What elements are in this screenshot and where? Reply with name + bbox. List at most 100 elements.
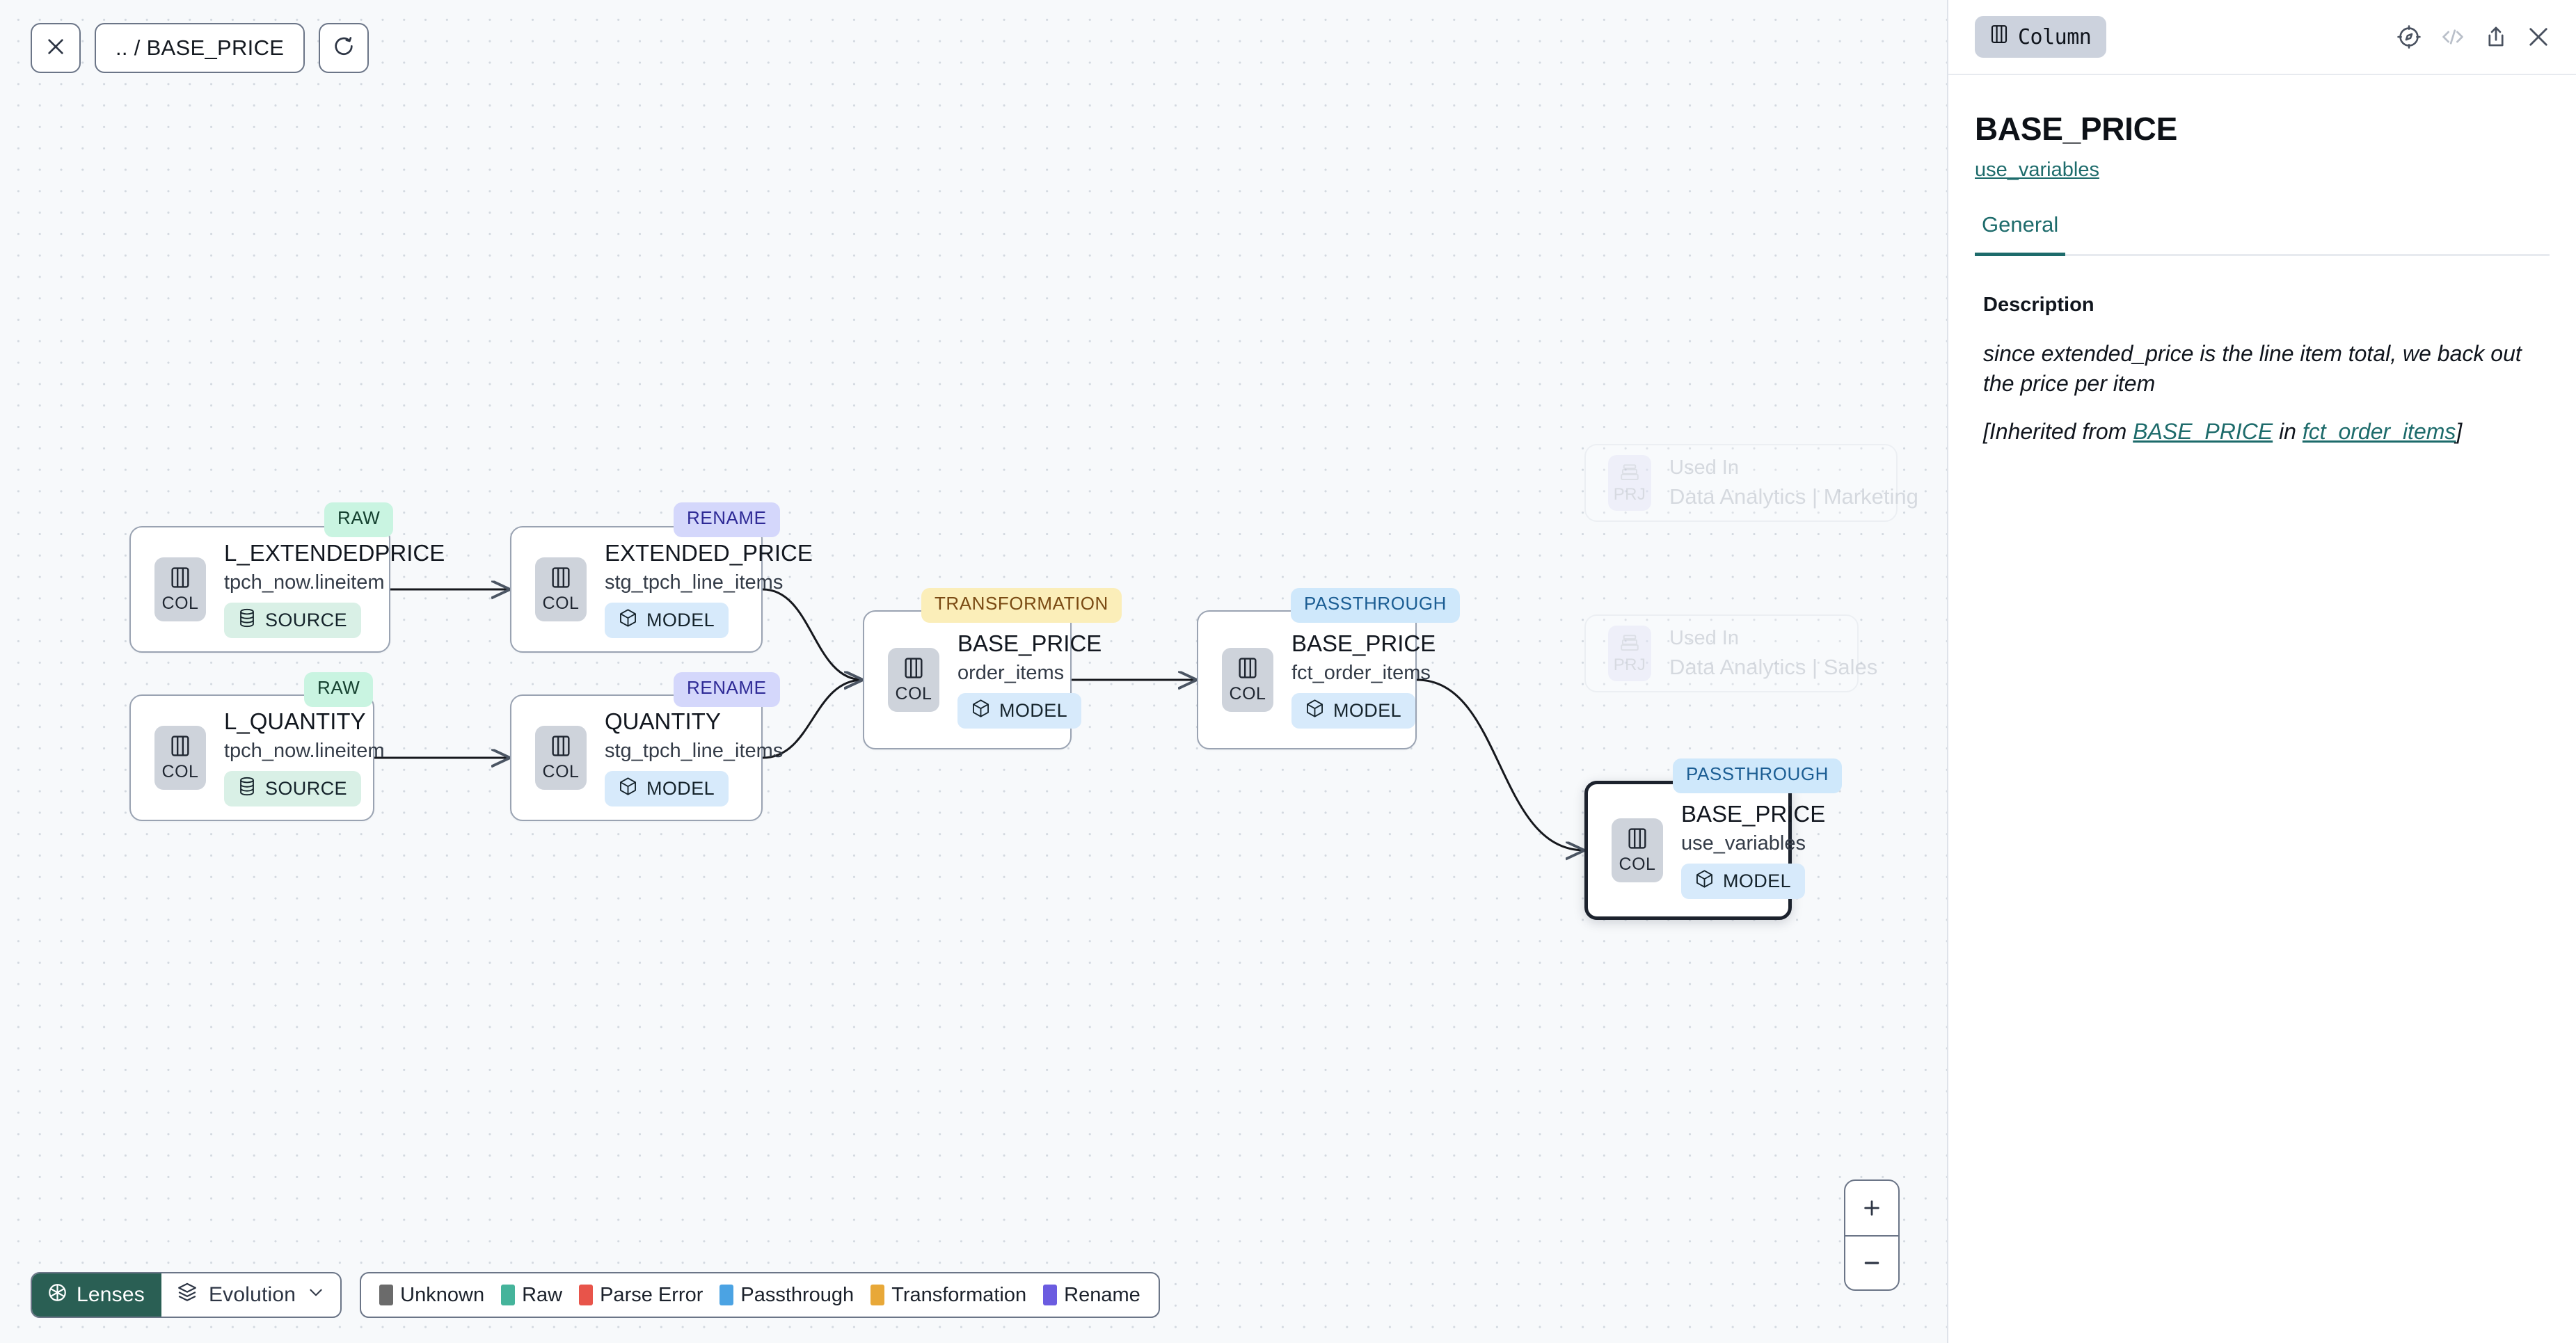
page-title: BASE_PRICE xyxy=(1975,111,2177,147)
node-subtitle: stg_tpch_line_items xyxy=(605,740,784,763)
panel-header: Column xyxy=(1948,0,2576,75)
node-kind-label: SOURCE xyxy=(265,777,347,799)
database-icon xyxy=(238,608,256,633)
node-kind-label: MODEL xyxy=(1723,870,1792,891)
share-icon[interactable] xyxy=(2484,25,2508,49)
chevron-down-icon xyxy=(307,1283,325,1307)
close-button[interactable] xyxy=(31,23,81,73)
col-chip-label: COL xyxy=(161,762,199,782)
col-chip-label: COL xyxy=(161,594,199,614)
used-in-label: Used In xyxy=(1669,627,1739,649)
legend-item[interactable]: Transformation xyxy=(870,1284,1026,1307)
column-icon xyxy=(1627,827,1648,854)
node-kind-badge: SOURCE xyxy=(224,602,361,638)
used-in-value: Data Analytics | Marketing xyxy=(1669,484,1918,509)
node-kind-label: MODEL xyxy=(999,699,1068,721)
used-in-label: Used In xyxy=(1669,456,1739,479)
node-kind-label: MODEL xyxy=(646,609,715,630)
inherited-note: [Inherited from BASE_PRICE in fct_order_… xyxy=(1983,417,2540,447)
col-chip: COL xyxy=(154,557,206,621)
compass-icon[interactable] xyxy=(2396,24,2422,49)
node-kind-badge: SOURCE xyxy=(224,770,361,806)
lineage-canvas[interactable]: .. / BASE_PRICE xyxy=(0,0,1947,1343)
legend-label: Raw xyxy=(522,1283,563,1306)
parent-model-link[interactable]: use_variables xyxy=(1975,159,2099,181)
aperture-icon xyxy=(47,1282,67,1308)
inherited-middle: in xyxy=(2273,419,2303,445)
legend-swatch xyxy=(870,1285,885,1305)
close-icon[interactable] xyxy=(2526,24,2551,49)
node-badge-passthrough: PASSTHROUGH xyxy=(1673,758,1842,793)
entity-type-label: Column xyxy=(2018,24,2092,49)
node-title: BASE_PRICE xyxy=(957,630,1102,657)
details-panel: Column BASE_PRICE use_variables Gener xyxy=(1947,0,2576,1343)
legend-swatch xyxy=(579,1285,594,1305)
prj-chip-label: PRJ xyxy=(1613,655,1646,674)
evolution-dropdown[interactable]: Evolution xyxy=(161,1273,340,1317)
node-kind-badge: MODEL xyxy=(605,770,729,806)
lenses-button[interactable]: Lenses xyxy=(32,1273,161,1317)
inherited-model-link[interactable]: fct_order_items xyxy=(2302,419,2456,445)
panel-header-actions xyxy=(2396,24,2551,49)
node-subtitle: order_items xyxy=(957,662,1065,685)
lenses-evolution-group: Lenses Evolution xyxy=(31,1272,342,1318)
used-in-text: Used In Data Analytics | Sales xyxy=(1669,627,1877,679)
node-subtitle: stg_tpch_line_items xyxy=(605,571,784,594)
legend-item[interactable]: Rename xyxy=(1043,1284,1140,1307)
col-chip: COL xyxy=(888,647,939,712)
node-kind-badge: MODEL xyxy=(605,602,729,638)
inherited-column-link[interactable]: BASE_PRICE xyxy=(2133,419,2273,445)
col-chip: COL xyxy=(1222,647,1273,712)
col-chip: COL xyxy=(1612,818,1663,882)
project-icon xyxy=(1619,634,1640,655)
cube-icon xyxy=(619,608,637,633)
cube-icon xyxy=(619,777,637,801)
legend-item[interactable]: Parse Error xyxy=(579,1284,703,1307)
legend-item[interactable]: Unknown xyxy=(379,1284,484,1307)
legend-label: Parse Error xyxy=(600,1283,703,1306)
used-in-node[interactable]: PRJ Used In Data Analytics | Sales xyxy=(1584,614,1877,692)
zoom-in-button[interactable] xyxy=(1845,1181,1898,1235)
column-icon xyxy=(170,566,191,593)
legend-label: Passthrough xyxy=(740,1283,854,1306)
node-kind-label: MODEL xyxy=(646,777,715,799)
node-badge-passthrough: PASSTHROUGH xyxy=(1291,588,1460,623)
node-kind-badge: MODEL xyxy=(1681,863,1806,899)
breadcrumb-button[interactable]: .. / BASE_PRICE xyxy=(95,23,305,73)
zoom-out-button[interactable] xyxy=(1845,1235,1898,1289)
col-chip-label: COL xyxy=(1229,684,1266,704)
used-in-node[interactable]: PRJ Used In Data Analytics | Marketing xyxy=(1584,444,1918,522)
node-badge-rename: RENAME xyxy=(674,672,780,707)
node-kind-badge: MODEL xyxy=(957,692,1082,729)
node-title: EXTENDED_PRICE xyxy=(605,540,813,566)
column-icon xyxy=(1237,656,1258,683)
legend-item[interactable]: Raw xyxy=(501,1284,562,1307)
legend-swatch xyxy=(379,1285,394,1305)
node-kind-label: MODEL xyxy=(1333,699,1402,721)
used-in-content: PRJ Used In Data Analytics | Sales xyxy=(1586,626,1900,681)
col-chip-label: COL xyxy=(542,594,580,614)
tab-general[interactable]: General xyxy=(1975,212,2066,256)
node-subtitle: use_variables xyxy=(1681,832,1806,855)
code-icon[interactable] xyxy=(2440,25,2466,49)
node-subtitle: tpch_now.lineitem xyxy=(224,740,385,763)
legend-swatch xyxy=(501,1285,516,1305)
legend-label: Transformation xyxy=(891,1283,1027,1306)
inherited-prefix: [Inherited from xyxy=(1983,419,2133,445)
legend-item[interactable]: Passthrough xyxy=(719,1284,854,1307)
node-title: BASE_PRICE xyxy=(1681,801,1826,827)
refresh-button[interactable] xyxy=(319,23,369,73)
refresh-icon xyxy=(333,35,355,61)
